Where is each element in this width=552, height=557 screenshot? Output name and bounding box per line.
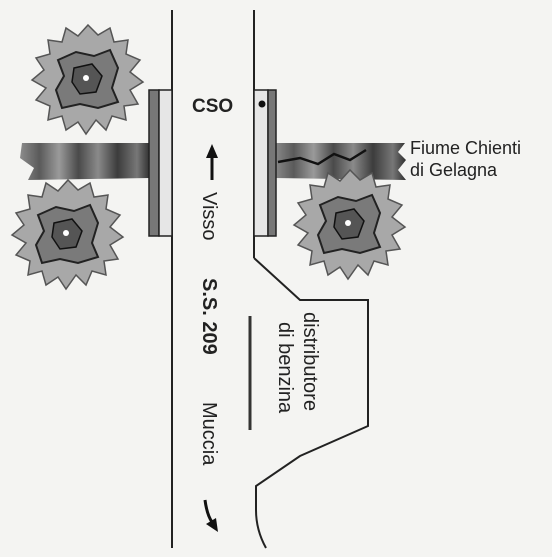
- river-east-segment: [274, 143, 406, 180]
- river-label-line2: di Gelagna: [410, 160, 498, 180]
- town-north-label: Visso: [198, 192, 220, 241]
- fuel-label-line2: di benzina: [274, 322, 296, 414]
- town-south-label: Muccia: [198, 402, 220, 466]
- bridge-west: [148, 89, 173, 237]
- bridge-east: [253, 89, 277, 237]
- tree-icon: [31, 24, 144, 135]
- river-west-segment: [20, 143, 150, 180]
- river-label-line1: Fiume Chienti: [410, 138, 521, 158]
- fuel-label-line1: distributore: [299, 312, 321, 411]
- fuel-station-outline: [253, 257, 369, 549]
- dot-icon: [258, 100, 266, 108]
- station-label: CSO: [192, 96, 233, 117]
- river: [20, 143, 406, 180]
- river-crack: [277, 148, 367, 166]
- tree-icon: [11, 179, 124, 290]
- road-number-label: S.S. 209: [198, 278, 220, 355]
- tree-icon: [293, 169, 406, 280]
- arrow-up-icon: [206, 144, 218, 180]
- arrow-down-right-icon: [203, 499, 218, 532]
